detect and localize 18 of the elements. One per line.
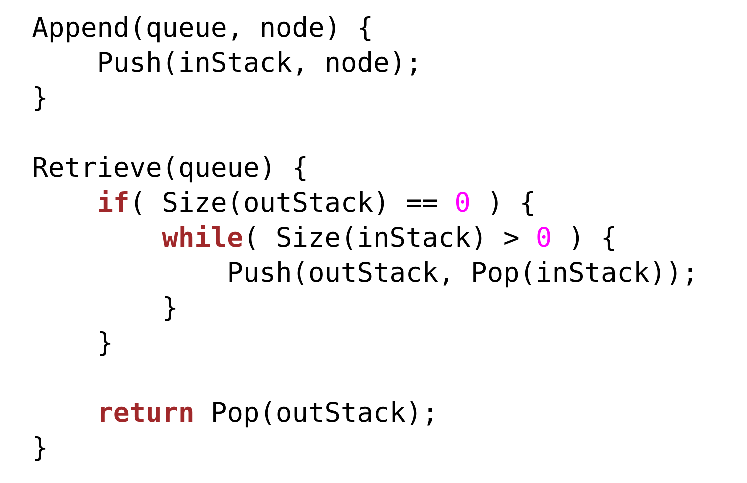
code-text: Retrieve(queue) { xyxy=(34,156,306,183)
keyword: if xyxy=(99,190,128,212)
number-literal: 0 xyxy=(538,226,550,248)
code-text: ( Size(inStack) > xyxy=(249,226,519,251)
code-text: Push(inStack, node); xyxy=(100,51,416,76)
code-text: Push(outStack, Pop(inStack)); xyxy=(230,261,692,288)
code-text: } xyxy=(165,296,176,322)
code-text: } xyxy=(100,331,111,356)
code-text: ( Size(outStack) == xyxy=(135,191,438,216)
keyword: return xyxy=(101,403,193,422)
code-text: Pop(outStack); xyxy=(214,401,432,428)
code-text: ) { xyxy=(492,191,534,216)
code-text: ) { xyxy=(573,226,614,252)
code-text: } xyxy=(35,86,46,112)
code-text: Append(queue, node) { xyxy=(32,16,371,43)
code-text: } xyxy=(35,436,46,462)
keyword: while xyxy=(162,225,242,248)
number-literal: 0 xyxy=(456,192,470,212)
